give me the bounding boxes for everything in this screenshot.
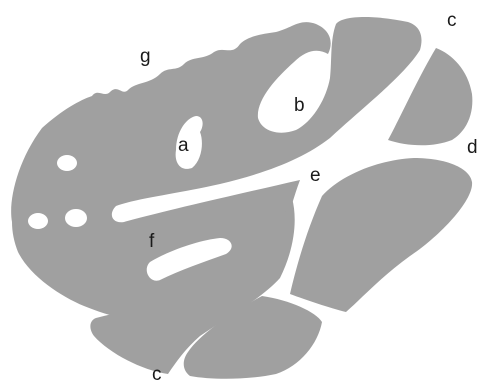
label-d: d: [467, 137, 478, 158]
label-a: a: [178, 135, 189, 156]
label-f: f: [149, 231, 155, 252]
small-oval-hole-2: [28, 213, 48, 229]
label-c-top: c: [447, 10, 457, 31]
label-b: b: [294, 95, 305, 116]
label-e: e: [310, 165, 321, 186]
label-g: g: [140, 46, 151, 67]
small-oval-hole-3: [65, 209, 87, 227]
label-c-bottom: c: [152, 364, 162, 381]
small-oval-hole-1: [57, 155, 77, 171]
